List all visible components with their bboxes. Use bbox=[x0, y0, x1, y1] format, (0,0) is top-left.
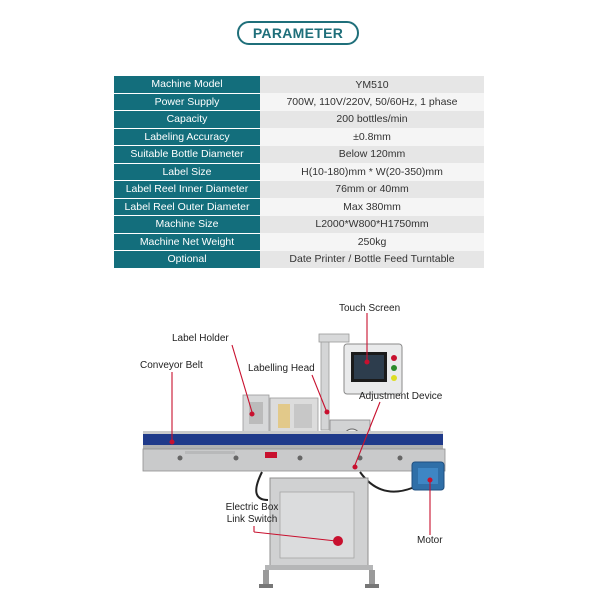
spec-value: H(10-180)mm * W(20-350)mm bbox=[260, 163, 484, 181]
spec-value: ±0.8mm bbox=[260, 128, 484, 146]
label-holder bbox=[242, 394, 270, 434]
spec-key: Machine Net Weight bbox=[114, 233, 260, 251]
spec-key: Labeling Accuracy bbox=[114, 128, 260, 146]
motor bbox=[411, 461, 445, 491]
alarm-light-icon bbox=[391, 375, 397, 381]
spec-key: Machine Size bbox=[114, 215, 260, 234]
callout-electric-box-line2: Link Switch bbox=[226, 514, 278, 525]
callout-lines bbox=[169, 313, 433, 544]
spec-key: Label Reel Inner Diameter bbox=[114, 180, 260, 199]
callout-motor: Motor bbox=[417, 535, 443, 546]
start-button-icon bbox=[391, 365, 397, 371]
table-row: Labeling Accuracy±0.8mm bbox=[114, 128, 484, 146]
callout-electric-box: Electric Box Link Switch bbox=[207, 502, 297, 526]
spec-value: Max 380mm bbox=[260, 198, 484, 216]
callout-touch-screen: Touch Screen bbox=[339, 303, 401, 314]
spec-value: L2000*W800*H1750mm bbox=[260, 215, 484, 233]
touch-screen-assembly bbox=[318, 333, 403, 431]
spec-value: 200 bottles/min bbox=[260, 110, 484, 128]
spec-key: Suitable Bottle Diameter bbox=[114, 145, 260, 164]
callout-conveyor-belt: Conveyor Belt bbox=[140, 360, 203, 371]
callout-adjustment-device: Adjustment Device bbox=[359, 391, 443, 402]
spec-value: YM510 bbox=[260, 76, 484, 93]
spec-key: Optional bbox=[114, 250, 260, 269]
spec-key: Capacity bbox=[114, 110, 260, 129]
page-title: PARAMETER bbox=[237, 21, 359, 45]
labelling-head bbox=[269, 397, 319, 433]
callout-electric-box-line1: Electric Box bbox=[225, 502, 279, 513]
stop-button-icon bbox=[391, 355, 397, 361]
spec-key: Power Supply bbox=[114, 93, 260, 111]
callout-labelling-head: Labelling Head bbox=[248, 363, 315, 374]
electric-box-cabinet bbox=[259, 477, 379, 588]
spec-key: Machine Model bbox=[114, 76, 260, 94]
spec-value: 76mm or 40mm bbox=[260, 180, 484, 198]
spec-value: 700W, 110V/220V, 50/60Hz, 1 phase bbox=[260, 93, 484, 111]
conveyor-belt bbox=[142, 431, 446, 472]
spec-value: Below 120mm bbox=[260, 145, 484, 163]
callout-label-holder: Label Holder bbox=[172, 333, 229, 344]
spec-value: 250kg bbox=[260, 233, 484, 251]
spec-value: Date Printer / Bottle Feed Turntable bbox=[260, 250, 484, 268]
spec-key: Label Size bbox=[114, 163, 260, 181]
spec-key: Label Reel Outer Diameter bbox=[114, 198, 260, 216]
